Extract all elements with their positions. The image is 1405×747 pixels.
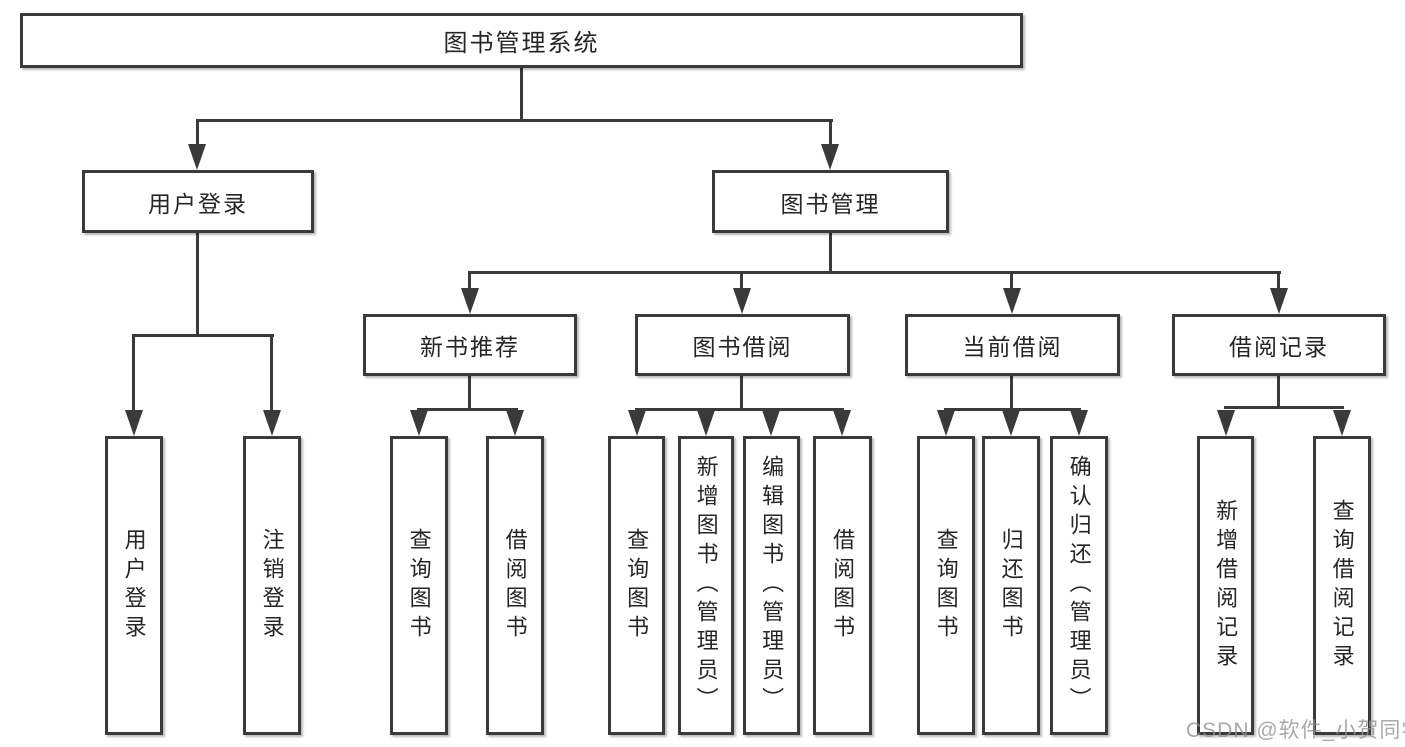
arrow-down-icon: [937, 410, 955, 436]
node-label: 查询图书: [624, 527, 650, 644]
node-label: 确认归还（管理员）: [1066, 455, 1092, 716]
arrow-down-icon: [125, 410, 143, 436]
connector-line: [132, 334, 135, 410]
node-label: 查询图书: [406, 527, 432, 644]
arrow-down-icon: [821, 144, 839, 170]
arrow-down-icon: [1070, 410, 1088, 436]
node-label: 当前借阅: [962, 334, 1063, 360]
node-label: 查询图书: [933, 527, 959, 644]
connector-line: [740, 271, 743, 291]
connector-line: [829, 119, 832, 149]
node-new-book-recommendation: 新书推荐: [363, 314, 577, 376]
leaf-bb-borrow-books: 借阅图书: [813, 436, 872, 735]
node-label: 新增借阅记录: [1213, 498, 1239, 673]
connector-line: [944, 408, 1081, 411]
node-label: 借阅图书: [502, 527, 528, 644]
connector-line: [132, 334, 274, 337]
node-label: 借阅图书: [830, 527, 856, 644]
connector-line: [740, 376, 743, 411]
node-current-borrowing: 当前借阅: [905, 314, 1120, 376]
connector-line: [1277, 376, 1280, 409]
arrow-down-icon: [410, 410, 428, 436]
leaf-br-query-record: 查询借阅记录: [1313, 436, 1371, 735]
leaf-bb-add-books-admin: 新增图书（管理员）: [678, 436, 734, 735]
node-label: 新增图书（管理员）: [693, 455, 719, 716]
connector-line: [1224, 406, 1344, 409]
arrow-down-icon: [733, 288, 751, 314]
leaf-cb-confirm-return-admin: 确认归还（管理员）: [1050, 436, 1108, 735]
node-book-borrowing: 图书借阅: [635, 314, 850, 376]
arrow-down-icon: [833, 410, 851, 436]
node-label: 编辑图书（管理员）: [759, 455, 785, 716]
leaf-logout: 注销登录: [243, 436, 301, 735]
arrow-down-icon: [1002, 410, 1020, 436]
node-label: 归还图书: [998, 527, 1024, 644]
watermark-csdn: CSDN @软件_小贺同学: [1186, 719, 1405, 742]
node-label: 图书管理: [780, 190, 881, 217]
node-label: 查询借阅记录: [1329, 498, 1355, 673]
connector-line: [417, 408, 518, 411]
connector-line: [468, 376, 471, 411]
connector-line: [196, 119, 199, 149]
node-label: 新书推荐: [420, 334, 520, 360]
arrow-down-icon: [1270, 288, 1288, 314]
arrow-down-icon: [263, 410, 281, 436]
leaf-nbr-borrow-books: 借阅图书: [486, 436, 544, 735]
node-label: 图书管理系统: [443, 30, 600, 57]
arrow-down-icon: [628, 410, 646, 436]
leaf-nbr-query-books: 查询图书: [390, 436, 448, 735]
node-label: 图书借阅: [692, 334, 793, 360]
connector-line: [1010, 271, 1013, 291]
node-label: 用户登录: [121, 527, 147, 644]
node-user-login: 用户登录: [82, 170, 314, 233]
arrow-down-icon: [697, 410, 715, 436]
node-label: 借阅记录: [1229, 334, 1329, 360]
leaf-bb-query-books: 查询图书: [608, 436, 665, 735]
leaf-user-login: 用户登录: [105, 436, 163, 735]
node-library-management-system: 图书管理系统: [20, 13, 1023, 68]
node-book-management: 图书管理: [712, 170, 949, 233]
arrow-down-icon: [506, 410, 524, 436]
connector-line: [829, 233, 832, 274]
arrow-down-icon: [1003, 288, 1021, 314]
leaf-bb-edit-books-admin: 编辑图书（管理员）: [743, 436, 800, 735]
arrow-down-icon: [188, 144, 206, 170]
leaf-br-add-record: 新增借阅记录: [1197, 436, 1254, 735]
connector-line: [1277, 271, 1280, 291]
connector-line: [520, 68, 523, 122]
connector-line: [196, 119, 833, 122]
connector-line: [468, 271, 1281, 274]
leaf-cb-query-books: 查询图书: [917, 436, 975, 735]
node-borrowing-records: 借阅记录: [1172, 314, 1386, 376]
node-label: 注销登录: [259, 527, 285, 644]
arrow-down-icon: [1333, 410, 1351, 436]
arrow-down-icon: [461, 288, 479, 314]
arrow-down-icon: [1217, 410, 1235, 436]
connector-line: [468, 271, 471, 291]
connector-line: [196, 233, 199, 337]
leaf-cb-return-books: 归还图书: [982, 436, 1040, 735]
connector-line: [270, 334, 273, 410]
connector-line: [635, 408, 844, 411]
arrow-down-icon: [762, 410, 780, 436]
node-label: 用户登录: [148, 190, 248, 217]
connector-line: [1010, 376, 1013, 411]
